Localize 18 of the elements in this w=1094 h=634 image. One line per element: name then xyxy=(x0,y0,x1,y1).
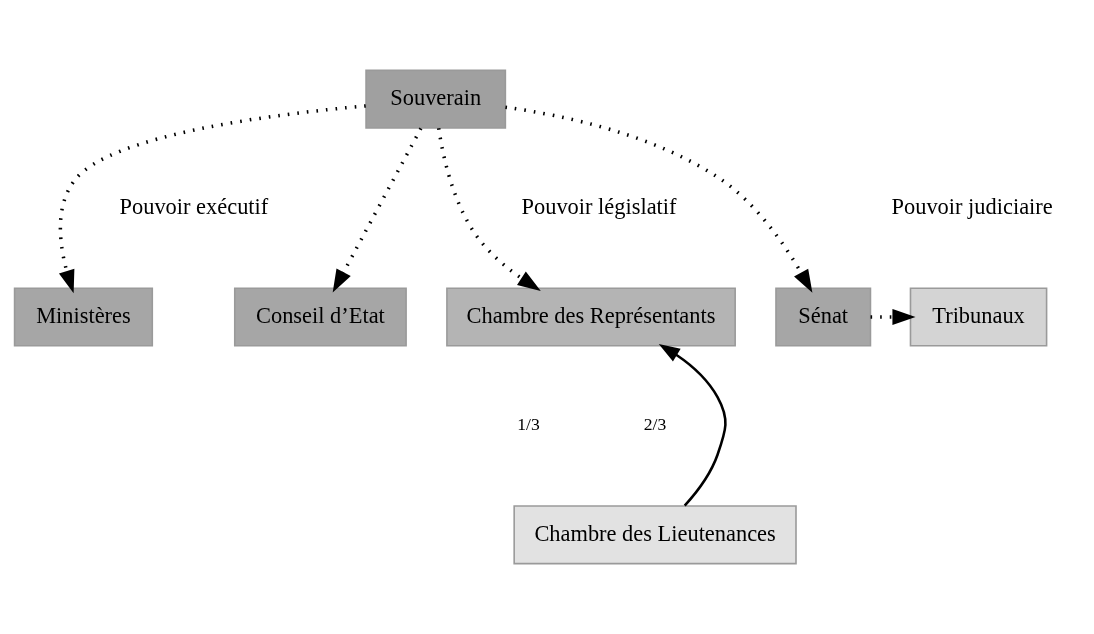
node-box: Tribunaux xyxy=(909,287,1048,347)
label: 2/3 xyxy=(643,414,667,435)
arrow xyxy=(505,105,813,293)
arrow xyxy=(436,128,541,291)
node-box: Chambre des Lieutenances xyxy=(513,505,797,565)
node-box: Ministères xyxy=(13,287,154,347)
node-box: Conseil d’Etat xyxy=(233,287,407,347)
arrow xyxy=(870,308,916,326)
arrow xyxy=(58,104,366,294)
node-box: Souverain xyxy=(365,69,507,129)
node-box: Chambre des Représentants xyxy=(446,287,736,347)
label: Pouvoir exécutif xyxy=(119,194,269,220)
label: Pouvoir judiciaire xyxy=(891,194,1053,220)
arrow xyxy=(332,127,423,293)
node-box: Sénat xyxy=(775,287,872,347)
arrow xyxy=(658,344,727,507)
label: Pouvoir législatif xyxy=(521,194,677,220)
label: 1/3 xyxy=(517,414,540,435)
